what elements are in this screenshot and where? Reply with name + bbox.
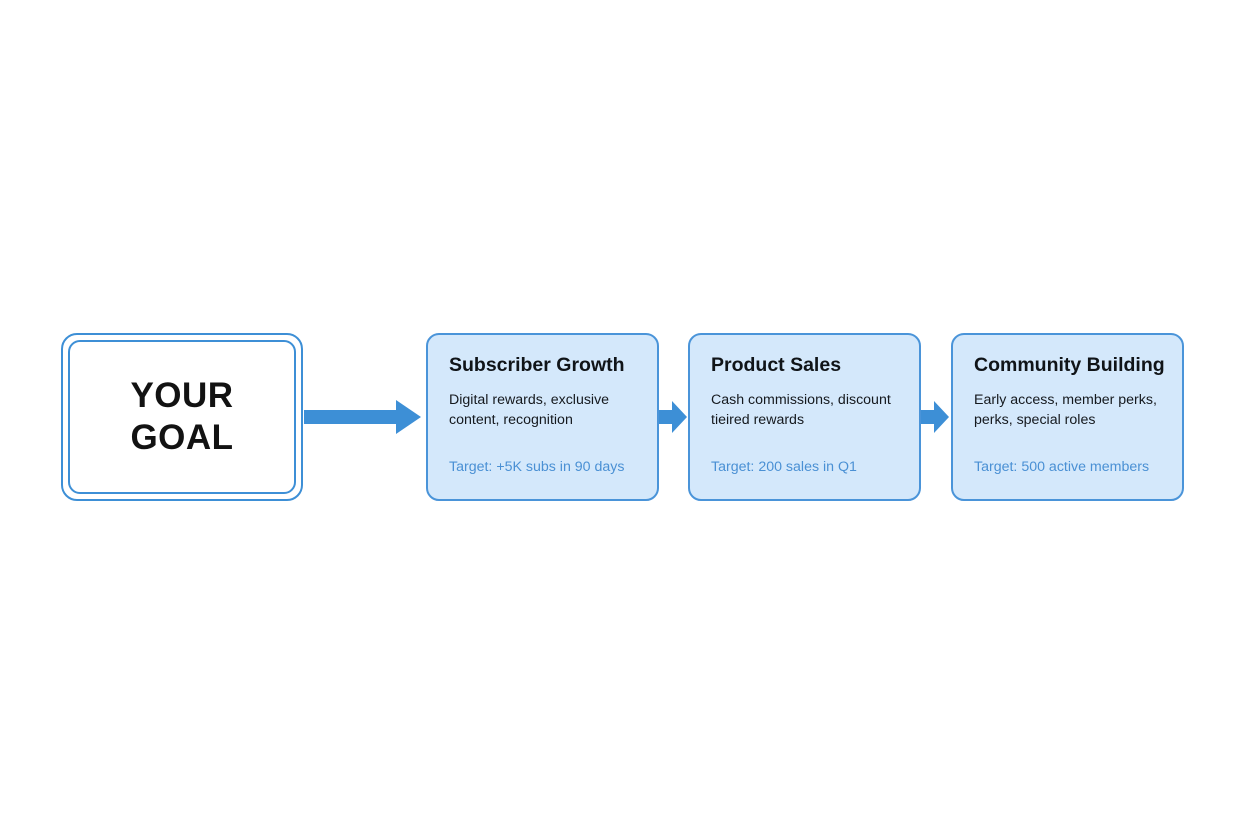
- card-description: Digital rewards, exclusive content, reco…: [449, 392, 610, 428]
- arrow-subscriber-growth-to-product-sales: [658, 400, 688, 434]
- arrow-product-sales-to-community-building: [920, 400, 950, 434]
- card-target: Target: 200 sales in Q1: [711, 459, 857, 475]
- card-target: Target: +5K subs in 90 days: [449, 459, 625, 475]
- card-target: Target: 500 active members: [974, 459, 1150, 475]
- card-title: Community Building: [974, 354, 1165, 376]
- card-community-building[interactable]: Community Building Early access, member …: [951, 333, 1184, 501]
- card-description: Early access, member perks, perks, speci…: [974, 392, 1157, 428]
- goal-label: YOUR GOAL: [130, 376, 234, 457]
- goal-box[interactable]: YOUR GOAL: [61, 333, 303, 501]
- arrow-goal-to-subscriber-growth: [304, 399, 422, 435]
- card-product-sales[interactable]: Product Sales Cash commissions, discount…: [688, 333, 921, 501]
- card-title: Product Sales: [711, 354, 842, 376]
- card-subscriber-growth[interactable]: Subscriber Growth Digital rewards, exclu…: [426, 333, 659, 501]
- card-title: Subscriber Growth: [449, 354, 625, 376]
- card-description: Cash commissions, discount tieired rewar…: [711, 392, 891, 428]
- goal-box-inner-border: YOUR GOAL: [68, 340, 296, 494]
